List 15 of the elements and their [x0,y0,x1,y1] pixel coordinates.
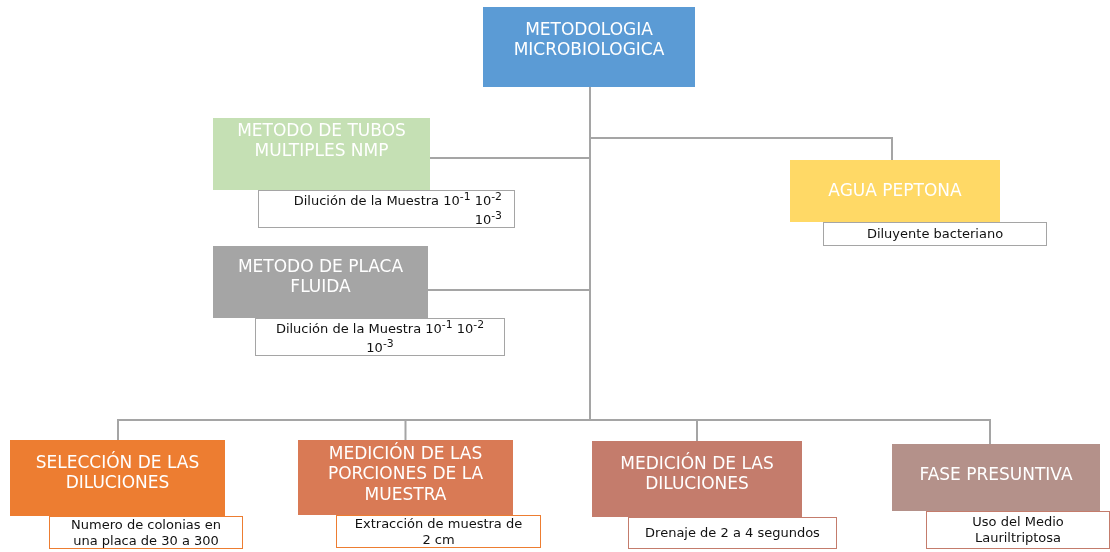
category-box: FASE PRESUNTIVA [892,444,1100,511]
note-box: Uso del Medio Lauriltriptosa [926,511,1110,549]
category-box: METODOLOGIA MICROBIOLOGICA [483,7,695,87]
category-box: MEDICIÓN DE LAS PORCIONES DE LA MUESTRA [298,440,513,515]
category-box: METODO DE PLACA FLUIDA [213,246,428,318]
note-box: Extracción de muestra de 2 cm [336,515,541,548]
category-box: AGUA PEPTONA [790,160,1000,222]
category-box: SELECCIÓN DE LAS DILUCIONES [10,440,225,516]
category-box: METODO DE TUBOS MULTIPLES NMP [213,118,430,190]
note-box: Diluyente bacteriano [823,222,1047,246]
note-box: Dilución de la Muestra 10$^{-1}$ 10$^{-2}$ 10$^{-3}$ [255,318,505,356]
note-box: Numero de colonias en una placa de 30 a 300 [49,516,243,549]
note-box: Drenaje de 2 a 4 segundos [628,517,837,549]
category-box: MEDICIÓN DE LAS DILUCIONES [592,441,802,517]
note-box: Dilución de la Muestra 10$^{-1}$ 10$^{-2}$ 10$^{-3}$ [258,190,515,228]
